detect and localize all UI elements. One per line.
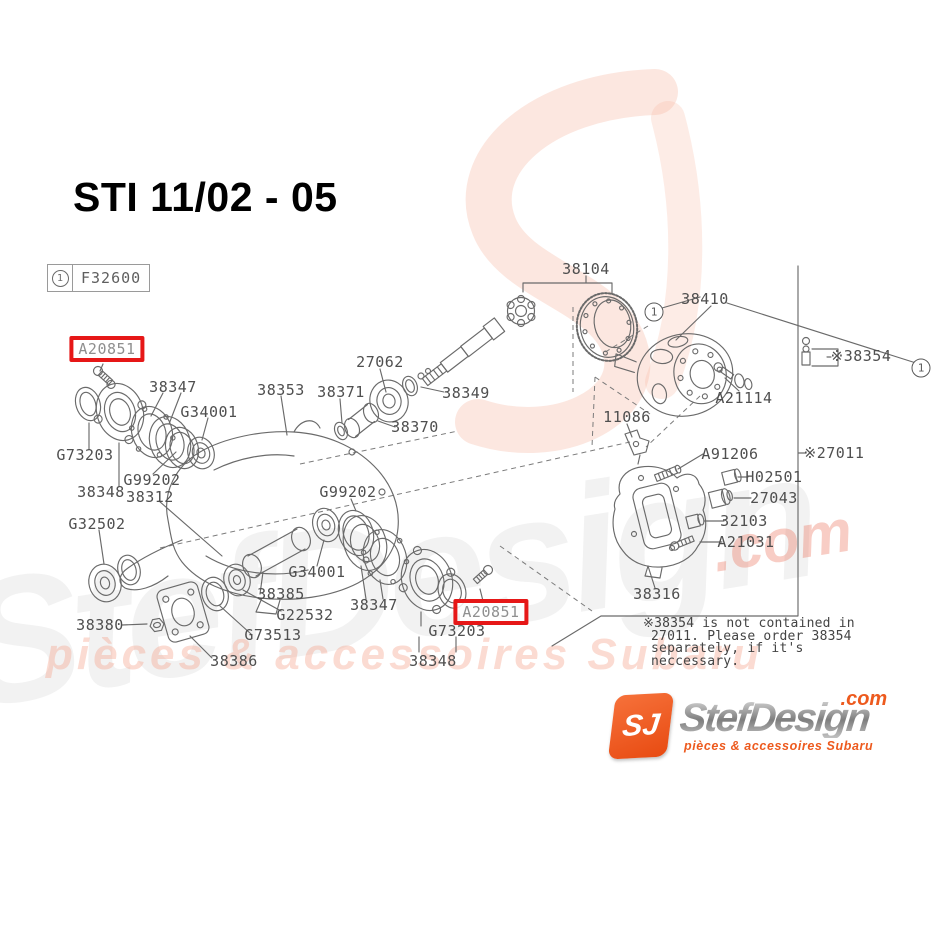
part-label: G99202 bbox=[123, 471, 181, 489]
front-retainer-cluster bbox=[74, 365, 215, 470]
callout-circled-number: 1 bbox=[911, 358, 931, 378]
part-label: 38380 bbox=[76, 616, 124, 634]
part-label: 38353 bbox=[257, 381, 305, 399]
bolt-a20851-front bbox=[92, 365, 114, 386]
part-label: G22532 bbox=[276, 606, 334, 624]
part-label: 38316 bbox=[633, 585, 681, 603]
axis-dashed-lines bbox=[159, 307, 701, 612]
bearing-g34001-rear bbox=[311, 507, 341, 543]
part-label: 38385 bbox=[257, 585, 305, 603]
part-label: 38348 bbox=[409, 652, 457, 670]
stefdesign-monogram-icon: SJ bbox=[607, 692, 675, 760]
part-label: 32103 bbox=[720, 512, 768, 530]
part-label: H02501 bbox=[745, 468, 803, 486]
part-label: G32502 bbox=[68, 515, 126, 533]
retainer-plate-38347-front-a bbox=[129, 405, 176, 459]
legend-box: 1 F32600 bbox=[47, 264, 151, 292]
bolt-a21031 bbox=[669, 535, 695, 551]
bearing-g34001-front bbox=[187, 436, 215, 470]
bolt-a21114 bbox=[713, 362, 735, 380]
logo-text-block: StefDesign .com pièces & accessoires Sub… bbox=[678, 688, 888, 753]
circled-number-icon: 1 bbox=[51, 269, 69, 287]
part-label: 38104 bbox=[562, 260, 610, 278]
part-label: G99202 bbox=[319, 483, 377, 501]
part-label: G73203 bbox=[428, 622, 486, 640]
pinion-flange bbox=[506, 294, 536, 328]
part-label: 38410 bbox=[681, 290, 729, 308]
part-label: 38371 bbox=[317, 383, 365, 401]
callout-circled-number: 1 bbox=[644, 302, 664, 322]
monogram-letters: SJ bbox=[620, 708, 662, 743]
bolt-a20851-rear bbox=[472, 564, 494, 585]
bearing-retainer-38348-rear bbox=[398, 545, 456, 615]
bearing-retainer-38348-front bbox=[93, 379, 147, 445]
part-label-highlighted: A20851 bbox=[69, 336, 145, 362]
part-label: 38347 bbox=[149, 378, 197, 396]
part-label: G73203 bbox=[56, 446, 114, 464]
footnote-text: ※38354 is not contained in 27011. Please… bbox=[643, 616, 855, 669]
nut-38380 bbox=[149, 617, 165, 633]
oil-seal-g73203-front bbox=[74, 386, 102, 422]
logo-tagline: pièces & accessoires Subaru bbox=[684, 739, 874, 753]
clip-11086 bbox=[624, 429, 650, 465]
spacer-38370 bbox=[343, 402, 380, 439]
part-label: 27043 bbox=[750, 489, 798, 507]
legend-code: F32600 bbox=[81, 269, 142, 287]
flange-38386 bbox=[156, 581, 210, 643]
plug-h02501 bbox=[721, 468, 742, 486]
part-label: ※38354 bbox=[830, 347, 892, 365]
bearing-g32502 bbox=[88, 554, 141, 603]
part-label: 11086 bbox=[603, 408, 651, 426]
companion-flange-cluster bbox=[149, 507, 341, 643]
ring-gear bbox=[575, 292, 639, 362]
part-label: A21031 bbox=[717, 533, 775, 551]
side-retainer-38316 bbox=[612, 465, 707, 579]
part-label: G73513 bbox=[244, 626, 302, 644]
page-title: STI 11/02 - 05 bbox=[73, 174, 338, 220]
spacer-38385 bbox=[242, 526, 311, 579]
stefdesign-logo: SJ StefDesign .com pièces & accessoires … bbox=[607, 688, 888, 760]
rear-retainer-cluster bbox=[337, 509, 494, 615]
part-label: 27062 bbox=[356, 353, 404, 371]
part-label: 38312 bbox=[126, 488, 174, 506]
legend-ref-cell: 1 bbox=[48, 265, 73, 291]
part-label: ※27011 bbox=[803, 444, 865, 462]
part-label: 38349 bbox=[442, 384, 490, 402]
part-label: G34001 bbox=[288, 563, 346, 581]
drive-pinion-shaft bbox=[421, 294, 536, 387]
part-label: 38347 bbox=[350, 596, 398, 614]
part-label: G34001 bbox=[180, 403, 238, 421]
stud-a91206 bbox=[653, 464, 682, 482]
bolt-38354 bbox=[801, 336, 839, 367]
retainer-plate-38347-rear-b bbox=[360, 529, 410, 585]
part-label: 38386 bbox=[210, 652, 258, 670]
part-label: 38348 bbox=[77, 483, 125, 501]
washer-38371 bbox=[333, 421, 349, 441]
part-label: A91206 bbox=[701, 445, 759, 463]
part-label: A21114 bbox=[715, 389, 773, 407]
logo-tld: .com bbox=[840, 688, 888, 710]
part-label-highlighted: A20851 bbox=[453, 599, 529, 625]
part-label: 38370 bbox=[391, 418, 439, 436]
plug-27043 bbox=[707, 488, 733, 509]
